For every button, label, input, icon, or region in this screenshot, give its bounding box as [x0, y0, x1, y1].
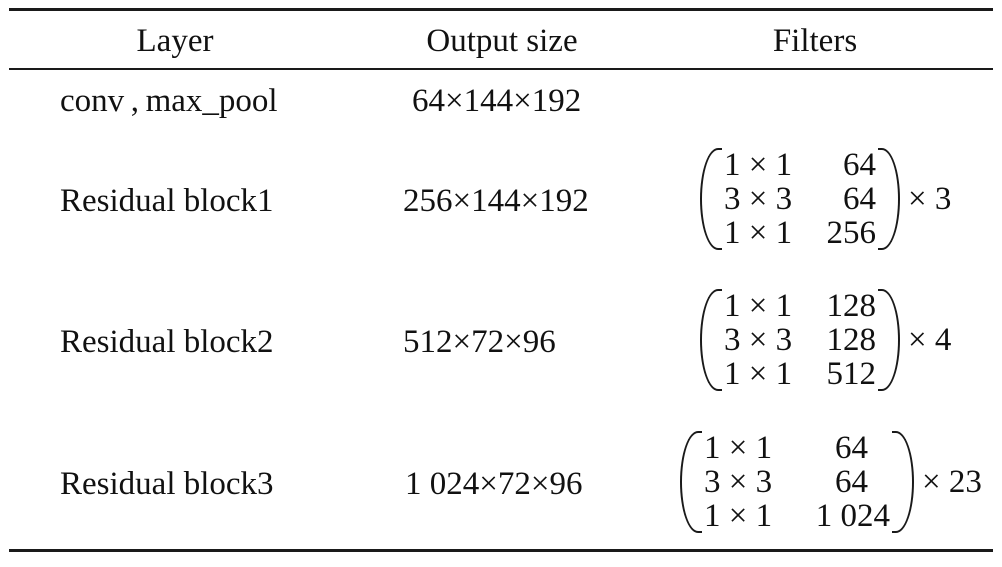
channel-count: 256 — [826, 215, 877, 251]
filter-rows: 1 × 1 128 3 × 3 128 1 × 1 512 — [724, 289, 876, 391]
kernel-size: 3 × 3 — [704, 464, 773, 500]
repeat-count: × 23 — [922, 463, 982, 500]
left-paren — [700, 148, 722, 250]
kernel-size: 1 × 1 — [724, 356, 793, 392]
output-size-cell: 256×144×192 — [403, 183, 589, 219]
filter-row: 1 × 1 64 — [724, 148, 876, 182]
right-paren — [878, 148, 900, 250]
right-paren — [878, 289, 900, 391]
left-paren — [680, 431, 702, 533]
filter-row: 3 × 3 128 — [724, 323, 876, 357]
filter-rows: 1 × 1 64 3 × 3 64 1 × 1 1 024 — [704, 431, 890, 533]
filter-row: 3 × 3 64 — [724, 182, 876, 216]
filter-row: 1 × 1 64 — [704, 431, 890, 465]
left-paren — [700, 289, 722, 391]
channel-count: 128 — [826, 322, 877, 358]
header-output-size: Output size — [426, 23, 578, 59]
layer-cell: Residual block3 — [60, 466, 274, 502]
filter-matrix: 1 × 1 128 3 × 3 128 1 × 1 512 × 4 — [700, 289, 951, 391]
top-rule — [9, 8, 993, 11]
kernel-size: 1 × 1 — [724, 288, 793, 324]
layer-cell: Residual block2 — [60, 324, 274, 360]
channel-count: 512 — [826, 356, 877, 392]
filter-row: 1 × 1 128 — [724, 289, 876, 323]
filter-row: 1 × 1 1 024 — [704, 499, 890, 533]
header-layer: Layer — [136, 23, 214, 59]
repeat-count: × 4 — [908, 321, 952, 358]
repeat-count: × 3 — [908, 180, 952, 217]
filter-matrix: 1 × 1 64 3 × 3 64 1 × 1 256 × 3 — [700, 148, 951, 250]
right-paren — [892, 431, 914, 533]
filter-row: 1 × 1 512 — [724, 357, 876, 391]
channel-count: 64 — [843, 181, 876, 217]
channel-count: 64 — [835, 430, 868, 466]
channel-count: 64 — [835, 464, 868, 500]
channel-count: 1 024 — [815, 498, 890, 534]
channel-count: 128 — [826, 288, 877, 324]
layer-cell: conv , max_pool — [60, 83, 278, 119]
filter-matrix: 1 × 1 64 3 × 3 64 1 × 1 1 024 × 23 — [680, 431, 982, 533]
filter-row: 1 × 1 256 — [724, 216, 876, 250]
output-size-cell: 1 024×72×96 — [405, 466, 583, 502]
header-filters: Filters — [772, 23, 858, 59]
filter-row: 3 × 3 64 — [704, 465, 890, 499]
header-rule — [9, 68, 993, 70]
kernel-size: 3 × 3 — [724, 181, 793, 217]
filter-rows: 1 × 1 64 3 × 3 64 1 × 1 256 — [724, 148, 876, 250]
kernel-size: 3 × 3 — [724, 322, 793, 358]
kernel-size: 1 × 1 — [704, 498, 773, 534]
layer-cell: Residual block1 — [60, 183, 274, 219]
kernel-size: 1 × 1 — [724, 147, 793, 183]
channel-count: 64 — [843, 147, 876, 183]
output-size-cell: 64×144×192 — [412, 83, 582, 119]
kernel-size: 1 × 1 — [704, 430, 773, 466]
kernel-size: 1 × 1 — [724, 215, 793, 251]
output-size-cell: 512×72×96 — [403, 324, 556, 360]
bottom-rule — [9, 549, 993, 552]
